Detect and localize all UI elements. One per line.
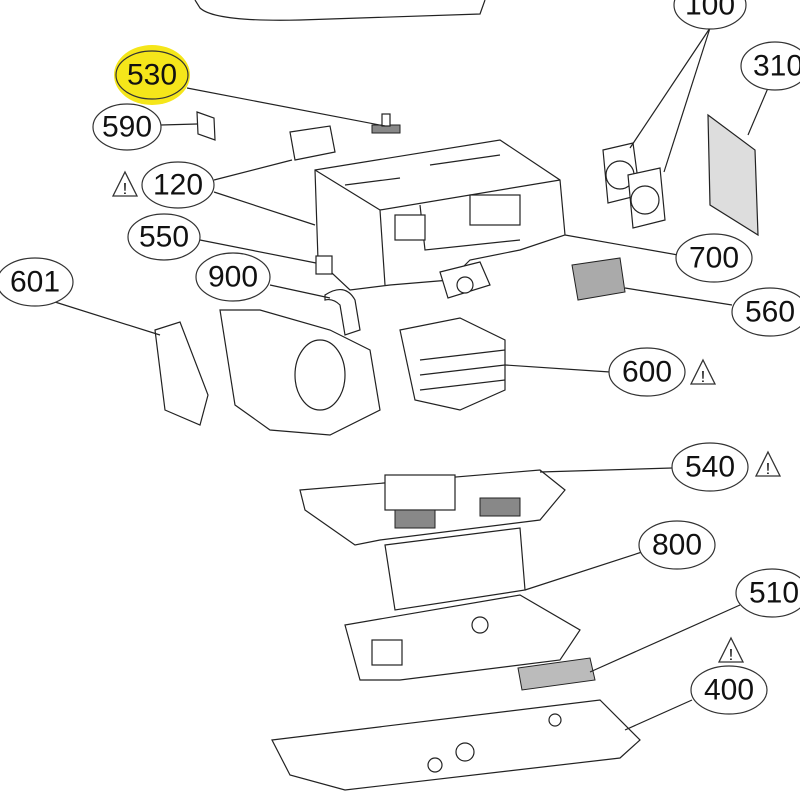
part-600-optical-engine: [219, 309, 506, 436]
callout-510[interactable]: 510: [735, 568, 800, 618]
callout-601[interactable]: 601: [0, 257, 74, 307]
lens-block-part: [439, 261, 491, 299]
callout-590[interactable]: 590: [92, 103, 162, 151]
part-700-frame: [314, 139, 566, 291]
callout-label: 400: [704, 674, 754, 707]
callout-label: 900: [208, 261, 258, 294]
callout-label: 120: [153, 169, 203, 202]
callout-label: 700: [689, 242, 739, 275]
part-540-main-board: [299, 469, 566, 546]
part-120: [289, 125, 336, 161]
svg-text:!: !: [729, 647, 733, 664]
part-550: [315, 255, 333, 275]
callout-100[interactable]: 100: [673, 0, 747, 30]
top-cover-part: [194, 0, 486, 21]
callout-700[interactable]: 700: [675, 233, 753, 283]
callout-label: 600: [622, 356, 672, 389]
callout-600[interactable]: 600: [608, 347, 686, 397]
callout-550[interactable]: 550: [127, 213, 201, 261]
svg-text:!: !: [701, 369, 705, 386]
callout-560[interactable]: 560: [731, 287, 800, 337]
part-800-shield: [344, 527, 581, 681]
part-310-grille: [707, 113, 759, 237]
callout-label: 550: [139, 221, 189, 254]
callout-label: 510: [749, 577, 799, 610]
part-530-switch: [371, 113, 401, 134]
warning-icon-120: !: [111, 170, 139, 198]
callout-label: 310: [753, 50, 800, 83]
warning-icon-600: !: [689, 358, 717, 386]
callout-label: 800: [652, 529, 702, 562]
part-900: [324, 289, 361, 336]
highlight-530: [114, 45, 190, 105]
callout-540[interactable]: 540: [671, 442, 749, 492]
callout-label: 530: [127, 59, 177, 92]
callout-800[interactable]: 800: [638, 520, 716, 570]
callout-400[interactable]: 400: [690, 665, 768, 715]
callout-label: 560: [745, 296, 795, 329]
callout-900[interactable]: 900: [195, 252, 271, 302]
callout-label: 100: [685, 0, 735, 22]
callout-530[interactable]: 530: [115, 50, 189, 100]
part-560-board: [571, 257, 626, 301]
part-100-fans: [602, 142, 666, 229]
part-590: [196, 111, 216, 141]
callout-label: 540: [685, 451, 735, 484]
callout-label: 601: [10, 266, 60, 299]
part-400-bottom-cover: [271, 699, 641, 791]
part-510: [517, 657, 596, 691]
part-601: [154, 321, 209, 426]
warning-icon-540: !: [754, 450, 782, 478]
svg-text:!: !: [766, 461, 770, 478]
callout-120[interactable]: 120: [141, 161, 215, 209]
warning-icon-510: !: [717, 636, 745, 664]
svg-text:!: !: [123, 181, 127, 198]
callout-label: 590: [102, 111, 152, 144]
leader-lines: [54, 27, 769, 731]
callout-310[interactable]: 310: [740, 41, 800, 91]
